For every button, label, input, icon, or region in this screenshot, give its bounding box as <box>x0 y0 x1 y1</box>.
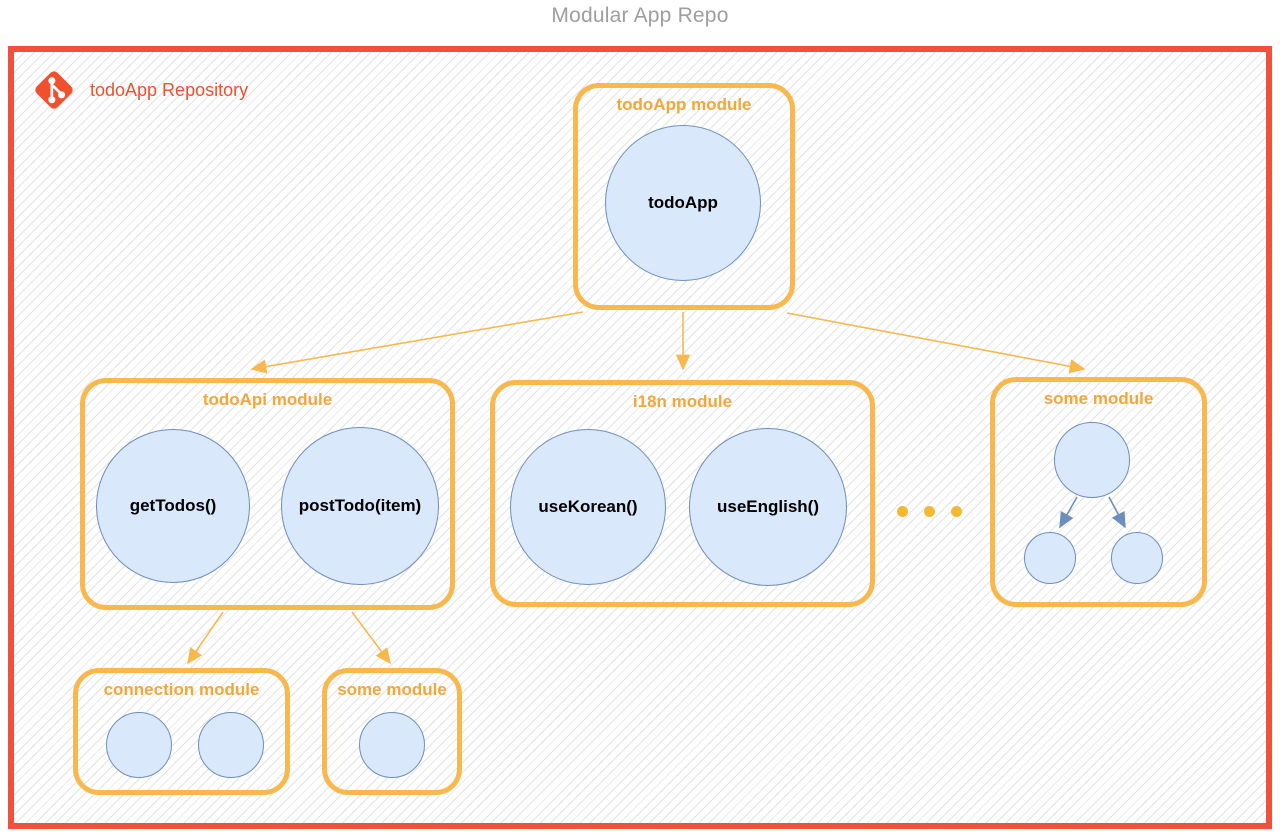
repository-badge: todoApp Repository <box>28 64 248 116</box>
module-connection: connection module <box>73 668 290 795</box>
module-i18n-label: i18n module <box>632 392 733 411</box>
node-todoapp: todoApp <box>605 125 761 281</box>
node-some-small-left <box>1024 532 1076 584</box>
module-todoapi-label: todoApi module <box>202 390 333 409</box>
ellipsis-dot <box>897 506 908 517</box>
node-connection-2 <box>198 712 264 778</box>
node-some-bottom-1 <box>359 712 425 778</box>
node-gettodos: getTodos() <box>96 429 250 583</box>
module-connection-label: connection module <box>103 680 260 699</box>
node-usekorean: useKorean() <box>510 429 666 585</box>
ellipsis-dot <box>951 506 962 517</box>
module-some-bottom: some module <box>322 668 462 795</box>
repository-label: todoApp Repository <box>90 79 249 100</box>
module-some-right: some module <box>990 377 1207 607</box>
node-some-big <box>1054 422 1130 498</box>
ellipsis-dot <box>924 506 935 517</box>
module-some-bottom-label: some module <box>337 680 447 699</box>
git-icon <box>28 64 80 116</box>
node-useenglish: useEnglish() <box>689 428 847 586</box>
page-title: Modular App Repo <box>551 4 729 27</box>
module-todoapi: todoApi module getTodos() postTodo(item) <box>80 378 455 610</box>
node-connection-1 <box>106 712 172 778</box>
module-todoapp: todoApp module todoApp <box>573 83 795 310</box>
module-todoapp-label: todoApp module <box>616 95 752 114</box>
module-i18n: i18n module useKorean() useEnglish() <box>490 380 875 607</box>
node-some-small-right <box>1111 532 1163 584</box>
node-posttodo: postTodo(item) <box>281 427 439 585</box>
module-some-right-label: some module <box>1043 389 1154 408</box>
